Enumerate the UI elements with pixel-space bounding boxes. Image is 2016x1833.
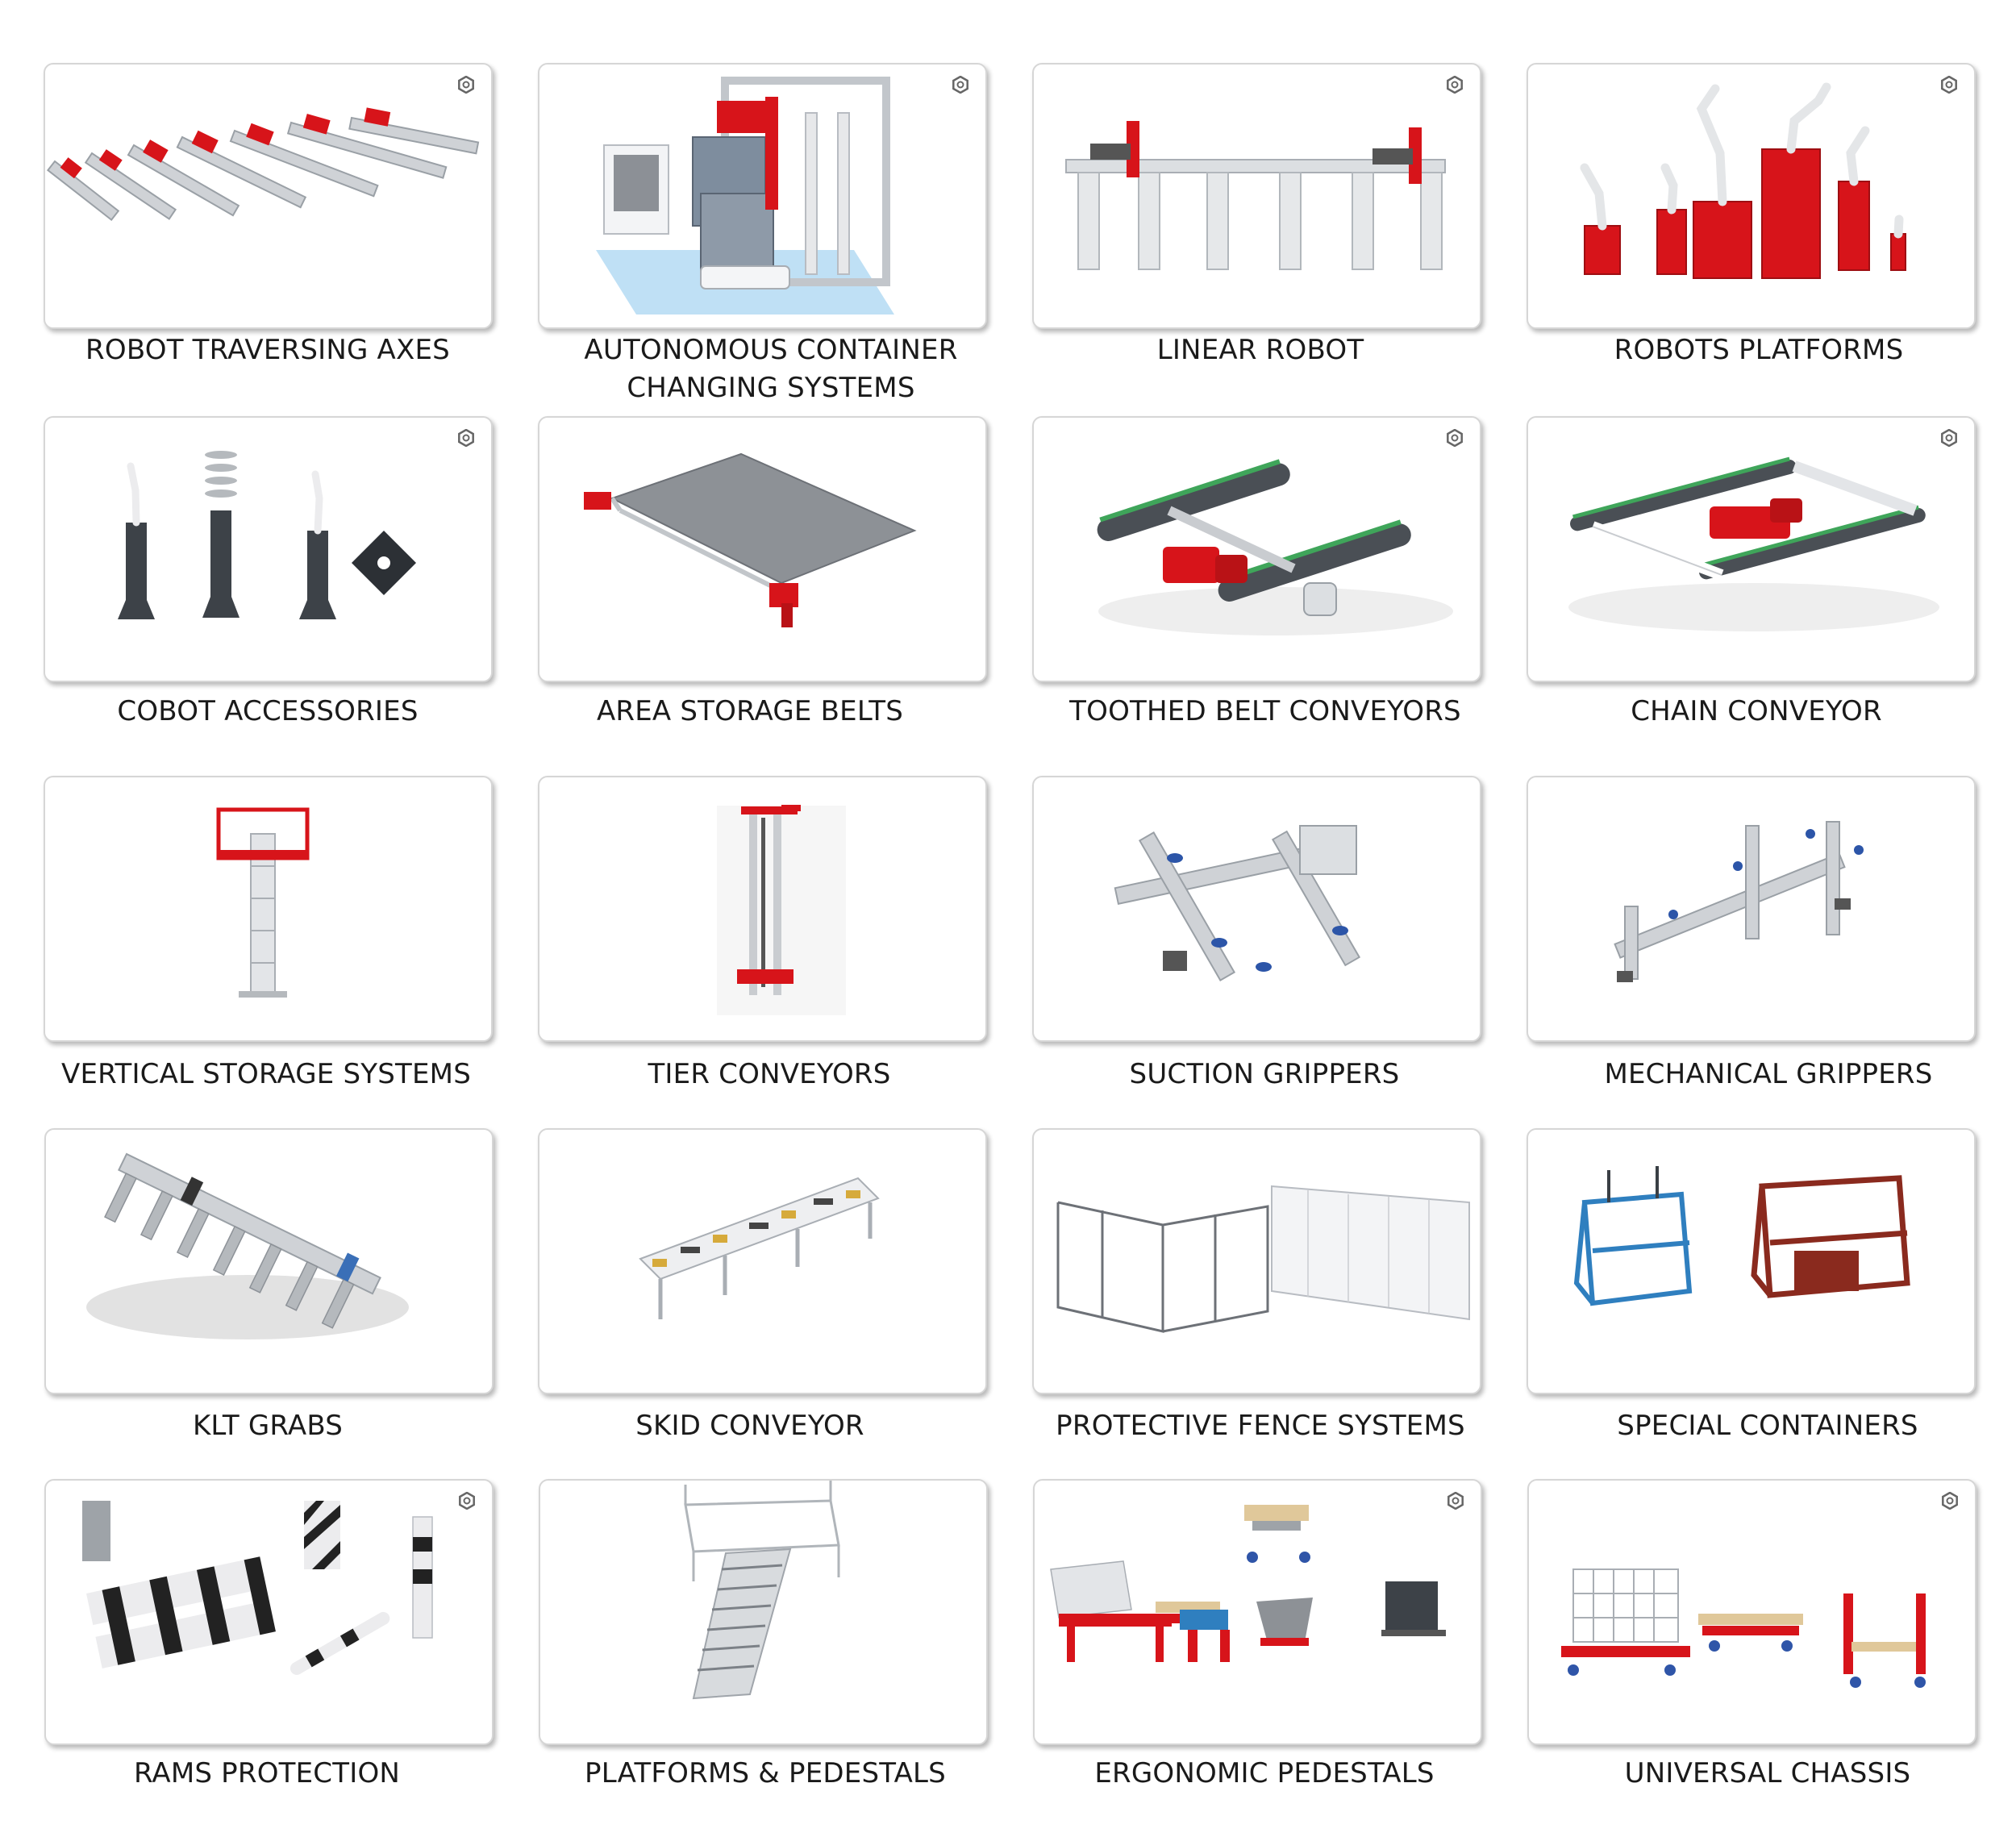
product-label: ERGONOMIC PEDESTALS	[1094, 1757, 1435, 1789]
gear-icon[interactable]	[1940, 429, 1958, 447]
product-card-rams-protection[interactable]	[44, 1479, 494, 1745]
vertical-storage-systems-image	[216, 807, 310, 998]
product-label: SUCTION GRIPPERS	[1129, 1058, 1400, 1090]
product-card-autonomous-container-changing-systems[interactable]	[538, 63, 987, 329]
product-label: LINEAR ROBOT	[1156, 334, 1364, 366]
gear-icon[interactable]	[952, 76, 969, 94]
product-card-klt-grabs[interactable]	[44, 1128, 494, 1394]
special-containers-image	[1573, 1166, 1910, 1306]
product-label: TOOTHED BELT CONVEYORS	[1069, 695, 1461, 727]
universal-chassis-image	[1561, 1568, 1926, 1688]
product-label: PROTECTIVE FENCE SYSTEMS	[1056, 1410, 1465, 1442]
protective-fence-systems-image	[1056, 1185, 1470, 1333]
gear-icon[interactable]	[457, 76, 475, 94]
suction-grippers-image	[1114, 825, 1361, 981]
product-label: SPECIAL CONTAINERS	[1617, 1410, 1918, 1442]
product-card-universal-chassis[interactable]	[1527, 1479, 1976, 1745]
cobot-accessories-image	[118, 451, 416, 619]
product-label: TIER CONVEYORS	[648, 1058, 891, 1090]
container-changing-system-image	[596, 77, 894, 315]
product-card-area-storage-belts[interactable]	[538, 416, 987, 682]
robots-platforms-image	[1580, 82, 1906, 279]
product-label: UNIVERSAL CHASSIS	[1624, 1757, 1911, 1789]
gear-icon[interactable]	[1447, 1492, 1464, 1510]
product-card-linear-robot[interactable]	[1032, 63, 1481, 329]
product-card-special-containers[interactable]	[1527, 1128, 1976, 1394]
product-card-skid-conveyor[interactable]	[538, 1128, 987, 1394]
klt-grabs-image	[86, 1152, 409, 1339]
skid-conveyor-image	[639, 1177, 880, 1319]
gear-icon[interactable]	[457, 429, 475, 447]
product-card-robot-traversing-axes[interactable]	[44, 63, 493, 329]
product-label: RAMS PROTECTION	[133, 1757, 401, 1789]
platforms-pedestals-image	[684, 1481, 840, 1700]
product-card-mechanical-grippers[interactable]	[1527, 776, 1976, 1042]
gear-icon[interactable]	[458, 1492, 476, 1510]
robot-traversing-axes-image	[46, 107, 480, 222]
toothed-belt-conveyors-image	[1097, 459, 1453, 635]
rams-protection-image	[82, 1501, 433, 1675]
ergonomic-pedestals-image	[1050, 1505, 1446, 1662]
gear-icon[interactable]	[1446, 429, 1464, 447]
gear-icon[interactable]	[1446, 76, 1464, 94]
gear-icon[interactable]	[1940, 76, 1958, 94]
gear-icon[interactable]	[1941, 1492, 1959, 1510]
product-label: ROBOTS PLATFORMS	[1614, 334, 1904, 366]
product-label: VERTICAL STORAGE SYSTEMS	[61, 1058, 471, 1090]
product-card-ergonomic-pedestals[interactable]	[1033, 1479, 1482, 1745]
product-label: SKID CONVEYOR	[635, 1410, 864, 1442]
product-card-platforms-pedestals[interactable]	[539, 1479, 988, 1745]
product-card-tier-conveyors[interactable]	[538, 776, 987, 1042]
product-label: CHAIN CONVEYOR	[1631, 695, 1882, 727]
area-storage-belts-image	[584, 452, 917, 627]
product-label: ROBOT TRAVERSING AXES	[85, 334, 450, 366]
product-card-protective-fence-systems[interactable]	[1032, 1128, 1481, 1394]
product-label: COBOT ACCESSORIES	[117, 695, 419, 727]
product-card-robots-platforms[interactable]	[1527, 63, 1976, 329]
product-card-suction-grippers[interactable]	[1032, 776, 1481, 1042]
chain-conveyor-image	[1568, 456, 1939, 631]
product-label: AREA STORAGE BELTS	[596, 695, 904, 727]
product-label: KLT GRABS	[192, 1410, 344, 1442]
product-card-cobot-accessories[interactable]	[44, 416, 493, 682]
product-label: MECHANICAL GRIPPERS	[1604, 1058, 1933, 1090]
linear-robot-image	[1065, 121, 1446, 270]
tier-conveyors-image	[717, 805, 846, 1015]
product-card-chain-conveyor[interactable]	[1527, 416, 1976, 682]
mechanical-grippers-image	[1614, 821, 1864, 982]
product-card-toothed-belt-conveyors[interactable]	[1032, 416, 1481, 682]
product-label: PLATFORMS & PEDESTALS	[585, 1757, 946, 1789]
product-card-vertical-storage-systems[interactable]	[44, 776, 493, 1042]
